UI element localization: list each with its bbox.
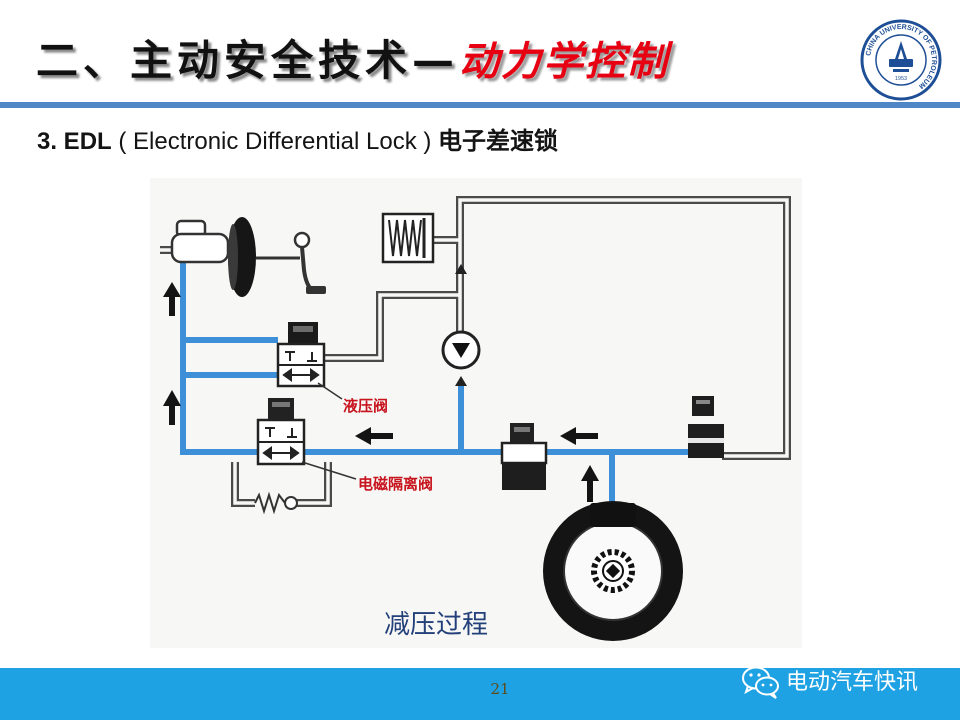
inlet-valve-base <box>502 462 546 490</box>
section-heading: 3. EDL ( Electronic Differential Lock ) … <box>37 128 558 157</box>
outlet-valve-solenoid-highlight <box>696 400 710 404</box>
brake-caliper <box>590 503 636 527</box>
process-caption: 减压过程 <box>384 609 488 639</box>
section-heading-number: 3. EDL <box>37 128 112 155</box>
return-pump <box>441 264 481 386</box>
watermark-text: 电动汽车快讯 <box>786 669 919 694</box>
pedal-pivot <box>293 231 311 249</box>
wechat-small-bubble <box>755 676 779 696</box>
wechat-small-bubble-tail <box>769 692 777 699</box>
isolation-valve-solenoid <box>268 398 294 420</box>
seal-inner-ring <box>875 34 927 86</box>
blue-brake-lines <box>180 262 722 506</box>
isolation-valve-flow-symbol <box>262 446 300 460</box>
wechat-large-bubble-tail <box>744 685 754 695</box>
accumulator-spring <box>388 219 422 257</box>
gray-pipe-core <box>160 198 789 505</box>
seal-emblem-base <box>893 69 909 72</box>
isolation-valve-solenoid-highlight <box>272 402 290 407</box>
brake-pedal-pad <box>306 286 326 294</box>
flow-arrows <box>163 282 599 502</box>
isolation-valve-blocked-ports <box>265 427 297 438</box>
check-valve-upper <box>455 264 467 274</box>
hydraulic-valve-flow-symbol <box>282 368 320 382</box>
master-cylinder <box>170 232 230 264</box>
inlet-valve-solenoid <box>510 423 534 443</box>
title-divider <box>0 102 960 108</box>
arrow-up-lower-left <box>163 390 181 425</box>
outlet-valve-solenoid <box>692 396 714 416</box>
inlet-valve <box>500 423 548 490</box>
gray-pipes <box>160 196 791 507</box>
page-number: 21 <box>490 680 510 698</box>
seal-emblem <box>889 41 913 72</box>
slide-title: 二、主动安全技术—动力学控制 <box>36 39 670 85</box>
wechat-eye-left <box>749 673 753 677</box>
slide-title-main: 二、主动安全技术— <box>36 36 460 85</box>
relief-spring <box>254 491 286 515</box>
isolation-valve <box>256 398 306 466</box>
brake-booster-rim <box>228 224 238 290</box>
section-heading-english: ( Electronic Differential Lock ) <box>111 128 439 155</box>
seal-emblem-book <box>889 59 913 67</box>
slide-title-accent: 动力学控制 <box>459 39 670 85</box>
wechat-small-eye-right <box>769 683 773 687</box>
isolation-valve-label: 电磁隔离阀 <box>358 475 433 493</box>
hydraulic-valve-blocked-ports <box>285 351 317 362</box>
relief-branch <box>254 491 298 515</box>
footer-bar <box>0 668 960 720</box>
outlet-valve <box>688 396 724 458</box>
wheel <box>543 501 683 641</box>
wechat-icon <box>742 666 779 699</box>
hydraulic-valve-leader <box>317 382 343 400</box>
inlet-valve-body <box>500 441 548 465</box>
arrow-up-wheel <box>581 465 599 502</box>
relief-check-valve <box>284 496 298 510</box>
accumulator <box>381 212 435 264</box>
inlet-valve-solenoid-highlight <box>514 427 530 432</box>
wechat-eye-right <box>757 673 761 677</box>
master-cylinder-assembly <box>170 217 326 297</box>
hydraulic-valve-label: 液压阀 <box>343 397 388 415</box>
arrow-up-upper-left <box>163 282 181 316</box>
isolation-valve-leader <box>301 461 357 480</box>
section-heading-chinese: 电子差速锁 <box>438 128 559 155</box>
hydraulic-valve-solenoid <box>288 322 318 344</box>
arrow-left-right <box>560 427 598 445</box>
outlet-valve-band <box>688 438 724 443</box>
pump-symbol <box>452 343 470 358</box>
seal-year: 1953 <box>895 76 907 82</box>
check-valve-lower <box>455 376 467 386</box>
university-seal-logo: CHINA UNIVERSITY OF PETROLEUM 1953 <box>860 19 942 101</box>
wechat-small-eye-left <box>761 683 765 687</box>
hydraulic-valve-solenoid-highlight <box>293 326 313 332</box>
hub-center-mark <box>605 563 621 579</box>
arrow-left-middle <box>355 427 393 445</box>
hydraulic-valve <box>276 322 326 388</box>
seal-emblem-derrick <box>895 41 907 59</box>
